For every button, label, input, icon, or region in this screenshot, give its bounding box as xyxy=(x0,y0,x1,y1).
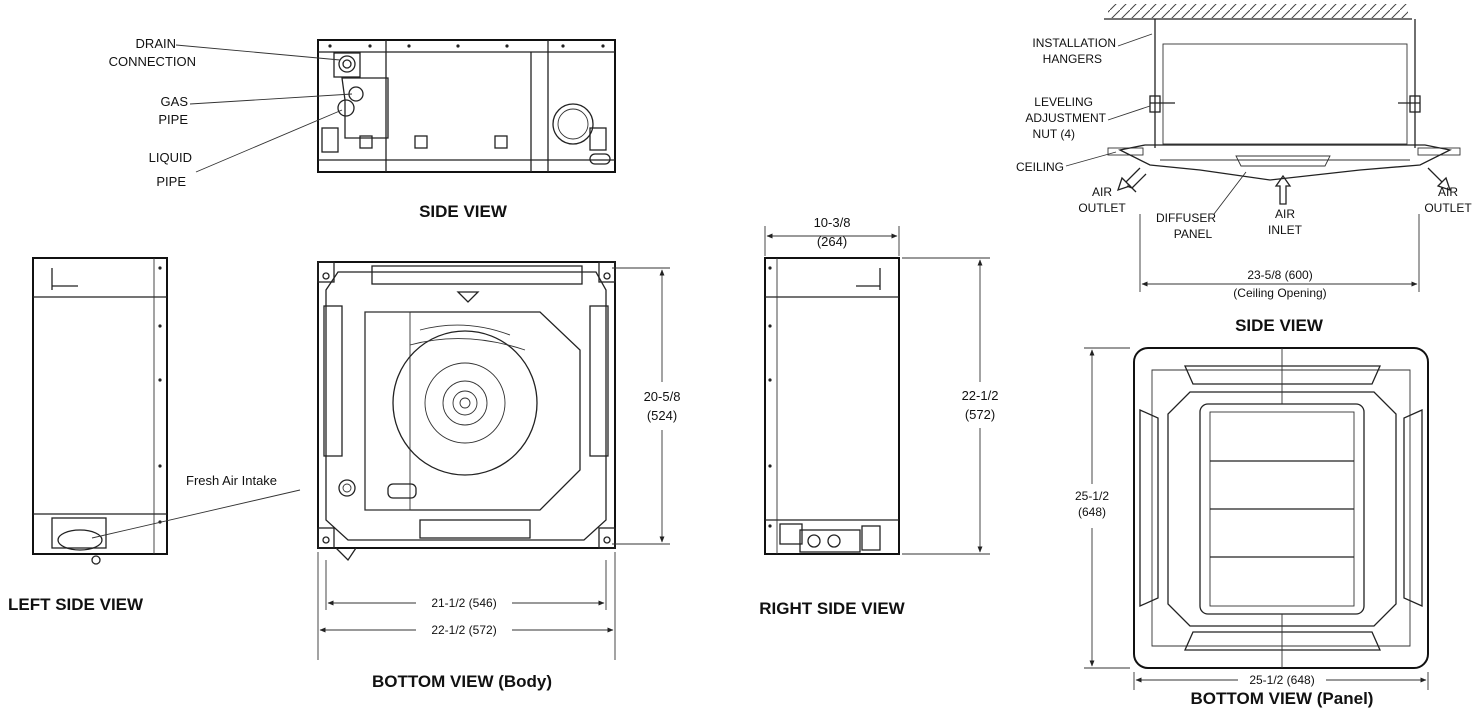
body-outer-width-dim: 22-1/2 (572) xyxy=(431,623,496,637)
side-view-piping: DRAIN CONNECTION GAS PIPE LIQUID PIPE SI… xyxy=(109,36,616,221)
diffuser-label-line-2: PANEL xyxy=(1174,227,1213,241)
air-outlet-left-arrow xyxy=(1126,173,1147,193)
left-side-body xyxy=(32,257,168,555)
gas-label-line-1: GAS xyxy=(161,94,189,109)
inlet-label-line-2: INLET xyxy=(1268,223,1303,237)
drain-leader xyxy=(175,44,341,61)
drain-label-line-2: CONNECTION xyxy=(109,54,196,69)
installation-side-view-title: SIDE VIEW xyxy=(1235,316,1324,335)
body-height-dim-line-2: (524) xyxy=(647,408,677,423)
panel-louver-right xyxy=(1403,408,1423,608)
gas-leader xyxy=(189,93,353,105)
right-height-dim-line-1: 22-1/2 xyxy=(962,388,999,403)
ceiling-left xyxy=(1107,147,1144,156)
air-inlet-arrow xyxy=(1274,174,1292,205)
right-depth-dim-line-2: (264) xyxy=(817,234,847,249)
ceiling-opening-note: (Ceiling Opening) xyxy=(1233,286,1326,300)
inlet-label-line-1: AIR xyxy=(1275,207,1295,221)
right-side-pipes xyxy=(799,529,861,553)
diffuser-label-line-1: DIFFUSER xyxy=(1156,211,1216,225)
ceiling-right xyxy=(1417,147,1461,156)
panel-louver-top xyxy=(1183,365,1382,385)
diffuser-panel-profile xyxy=(1118,144,1452,181)
fresh-air-label: Fresh Air Intake xyxy=(186,473,277,488)
right-depth-dim-line-1: 10-3/8 xyxy=(814,215,851,230)
panel-width-dim: 25-1/2 (648) xyxy=(1249,673,1314,687)
nut-label-line-3: NUT (4) xyxy=(1033,127,1075,141)
ceiling-slab-hatch xyxy=(1108,4,1408,18)
air-outlet-right-arrow xyxy=(1427,167,1452,192)
left-side-view-title: LEFT SIDE VIEW xyxy=(8,595,144,614)
drain-label-line-1: DRAIN xyxy=(136,36,176,51)
side-view-title: SIDE VIEW xyxy=(419,202,508,221)
fresh-air-port xyxy=(552,103,594,145)
panel-louver-left xyxy=(1139,408,1159,608)
panel-louver-bottom xyxy=(1183,631,1382,651)
piping-bracket xyxy=(341,77,389,139)
body-outer-outline xyxy=(317,261,616,549)
liquid-label-line-2: PIPE xyxy=(156,174,186,189)
body-inner-width-dim: 21-1/2 (546) xyxy=(431,596,496,610)
unit-body-above-ceiling xyxy=(1162,43,1408,145)
gas-label-line-2: PIPE xyxy=(158,112,188,127)
panel-outline xyxy=(1133,347,1429,669)
panel-height-dim-line-2: (648) xyxy=(1078,505,1106,519)
right-height-dim-line-2: (572) xyxy=(965,407,995,422)
installation-side-view: INSTALLATION HANGERS LEVELING ADJUSTMENT… xyxy=(1016,4,1472,335)
fresh-air-leader xyxy=(91,489,301,539)
body-height-dim-line-1: 20-5/8 xyxy=(644,389,681,404)
outlet-left-line-2: OUTLET xyxy=(1078,201,1126,215)
nut-label-line-2: ADJUSTMENT xyxy=(1025,111,1106,125)
hangers-label-line-2: HANGERS xyxy=(1043,52,1102,66)
bottom-view-panel-title: BOTTOM VIEW (Panel) xyxy=(1191,689,1374,708)
left-side-view: Fresh Air Intake LEFT SIDE VIEW xyxy=(8,257,301,614)
hangers-label-line-1: INSTALLATION xyxy=(1032,36,1116,50)
right-side-view-title: RIGHT SIDE VIEW xyxy=(759,599,905,618)
unit-body-outline xyxy=(317,39,616,173)
right-side-view: 10-3/8 (264) 22-1/2 (572) RIGHT SIDE VIE… xyxy=(759,215,998,618)
liquid-pipe-fitting xyxy=(337,99,355,117)
liquid-label-line-1: LIQUID xyxy=(149,150,192,165)
fan-housing xyxy=(364,311,581,511)
panel-height-dim-line-1: 25-1/2 xyxy=(1075,489,1109,503)
outlet-right-line-1: AIR xyxy=(1438,185,1458,199)
liquid-leader xyxy=(195,109,343,173)
ceiling-opening-dim: 23-5/8 (600) xyxy=(1247,268,1312,282)
outlet-right-line-2: OUTLET xyxy=(1424,201,1472,215)
bottom-view-panel: 25-1/2 (648) 25-1/2 (648) BOTTOM VIEW (P… xyxy=(1075,347,1429,708)
outlet-left-line-1: AIR xyxy=(1092,185,1112,199)
fresh-air-intake xyxy=(57,529,103,551)
bottom-view-body: 21-1/2 (546) 22-1/2 (572) 20-5/8 (524) B… xyxy=(317,261,681,691)
bottom-view-body-title: BOTTOM VIEW (Body) xyxy=(372,672,552,691)
ceiling-label: CEILING xyxy=(1016,160,1064,174)
blower-wheel xyxy=(392,330,538,476)
drain-fitting xyxy=(333,52,361,78)
right-side-body xyxy=(764,257,900,555)
nut-label-line-1: LEVELING xyxy=(1034,95,1093,109)
